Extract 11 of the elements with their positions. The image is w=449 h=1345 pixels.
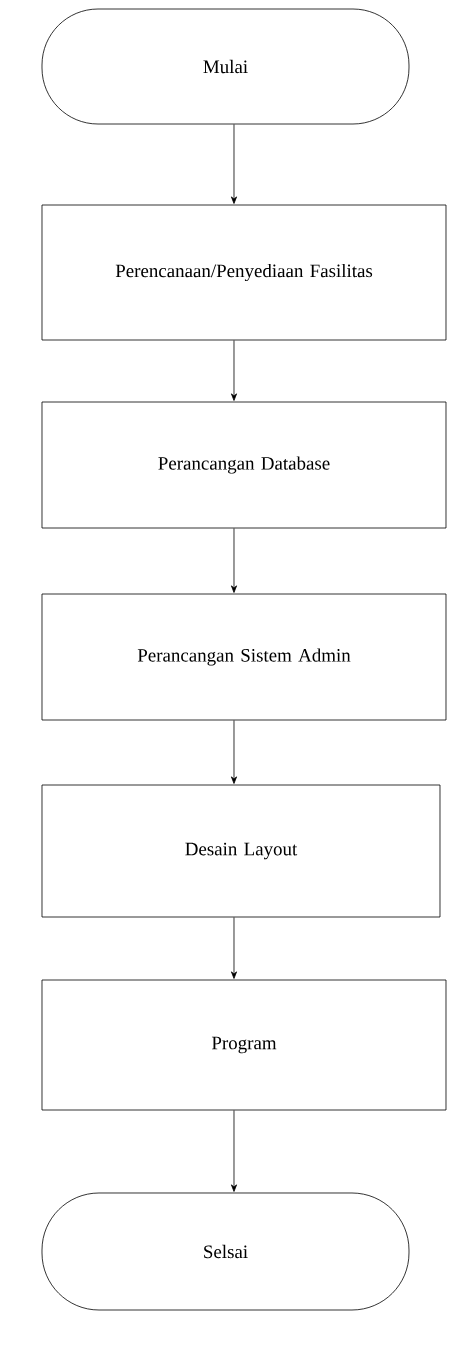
arrow (231, 720, 237, 784)
process-box: Program (41, 979, 447, 1111)
arrow (231, 528, 237, 593)
process-box: Perencanaan/Penyediaan Fasilitas (41, 204, 447, 341)
arrow (231, 917, 237, 979)
arrow (231, 1110, 237, 1192)
arrow (231, 124, 237, 204)
arrow (231, 340, 237, 401)
process-box: Perancangan Sistem Admin (41, 593, 447, 721)
process-box: Perancangan Database (41, 401, 447, 529)
process-box: Desain Layout (41, 784, 441, 918)
